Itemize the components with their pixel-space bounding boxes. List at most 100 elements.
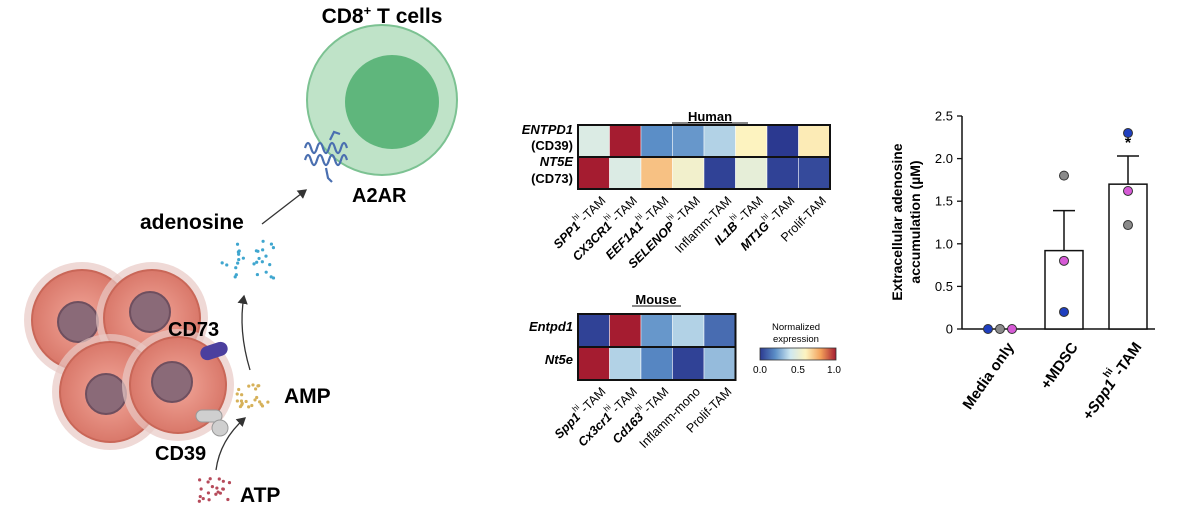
atp-molecules [197, 477, 232, 503]
human-row-label-line1: ENTPD1 [522, 122, 573, 137]
data-point [1123, 128, 1133, 139]
molecule-dot [271, 246, 276, 250]
human-column-labels: SPP1hi-TAMCX3CR1hi-TAMEEF1A1hi-TAMSELENO… [551, 193, 829, 271]
molecule-dot [239, 399, 244, 403]
molecule-dot [255, 395, 259, 400]
bar [1108, 183, 1148, 330]
heatmap-cell [640, 156, 673, 190]
mouse-row-label: Entpd1 [529, 319, 573, 334]
molecule-dot [234, 266, 238, 270]
molecule-dot [240, 401, 244, 406]
molecule-dot [250, 403, 254, 408]
colorbar-tick: 0.0 [753, 365, 767, 376]
human-row-label: ENTPD1 (CD39) [522, 122, 573, 153]
molecule-dot [220, 261, 224, 265]
tumor-cells-illustration [24, 262, 234, 450]
schematic-panel: CD8+ T cells A2AR adenosine AMP ATP [24, 3, 458, 507]
mouse-heatmap-cells [577, 313, 737, 381]
molecule-dot [253, 387, 258, 391]
heatmap-cell [735, 156, 768, 190]
molecule-dot [255, 272, 260, 277]
data-point [1059, 170, 1069, 181]
chart-bars: * [1044, 135, 1148, 330]
data-point [1123, 220, 1133, 231]
cd39-enzyme-icon [195, 409, 229, 437]
molecule-dot [235, 392, 239, 396]
colorbar-title-line1: Normalized [772, 322, 820, 333]
x-tick-label: +MDSC [1038, 339, 1082, 392]
heatmap-cell [577, 156, 610, 190]
heatmap-cell [766, 156, 799, 190]
y-tick-label: 0 [946, 322, 953, 337]
mouse-row-label: Nt5e [545, 352, 573, 367]
heatmap-cell [609, 124, 642, 158]
molecule-dot [259, 402, 263, 406]
molecule-dot [226, 497, 230, 502]
adenosine-molecules [220, 239, 276, 280]
human-row-label-line1: NT5E [540, 154, 574, 169]
molecule-dot [271, 276, 276, 280]
a2ar-receptor-icon [303, 130, 349, 183]
molecule-dot [247, 384, 251, 388]
y-tick-label: 1.0 [935, 236, 953, 251]
molecule-dot [240, 393, 244, 397]
arrow-atp-to-amp [215, 417, 246, 471]
molecule-dot [258, 400, 262, 404]
cd73-enzyme-icon [200, 341, 228, 361]
chart-x-labels: Media only+MDSC+Spp1hi-TAM [959, 337, 1146, 424]
molecule-dot [198, 494, 202, 499]
heatmap-cell [798, 156, 831, 190]
molecule-dot [261, 239, 265, 243]
colorbar-title-line2: expression [773, 334, 819, 345]
heatmap-cell [640, 346, 673, 381]
heatmap-cell [672, 124, 705, 158]
molecule-dot [251, 383, 255, 387]
molecule-dot [198, 478, 202, 482]
molecule-dot [214, 492, 218, 496]
y-axis-title-line1: Extracellular adenosine [889, 143, 905, 300]
molecule-dot [207, 498, 211, 502]
molecule-dot [225, 263, 229, 267]
heatmap-cell [703, 156, 736, 190]
heatmap-cell [609, 156, 642, 190]
molecule-dot [221, 479, 225, 483]
chart-points [983, 128, 1133, 334]
colorbar-tick: 0.5 [791, 365, 805, 376]
molecule-dot [197, 499, 201, 503]
molecule-dot [201, 496, 205, 501]
molecule-dot [255, 260, 259, 264]
human-row-label: NT5E (CD73) [531, 154, 573, 186]
y-tick-label: 2.5 [935, 109, 953, 124]
heatmap-cell [703, 346, 736, 381]
molecule-dot [257, 384, 261, 388]
human-heatmap-title: Human [688, 109, 732, 124]
molecule-dot [237, 257, 241, 262]
arrow-amp-to-adenosine [237, 294, 251, 371]
molecule-dot [217, 477, 221, 481]
x-tick-label: +Spp1hi-TAM [1076, 337, 1146, 424]
heatmap-cell [798, 124, 831, 158]
molecule-dot [218, 491, 222, 495]
molecule-dot [235, 399, 239, 403]
molecule-dot [237, 387, 241, 392]
heatmap-cell [577, 346, 610, 381]
y-tick-label: 1.5 [935, 194, 953, 209]
data-point [1123, 185, 1133, 196]
y-axis-title: Extracellular adenosine accumulation (µM… [889, 143, 923, 300]
heatmap-cell [735, 124, 768, 158]
heatmap-cell [766, 124, 799, 158]
heatmap-cell [640, 313, 673, 348]
t-cell-title: CD8+ T cells [322, 3, 443, 28]
y-tick-label: 2.0 [935, 151, 953, 166]
significance-marker: * [1125, 135, 1132, 152]
molecule-dot [199, 487, 203, 491]
heatmap-cell [672, 313, 705, 348]
y-tick-label: 0.5 [935, 279, 953, 294]
molecule-dot [254, 249, 258, 253]
amp-molecules [235, 383, 270, 409]
mouse-heatmap-panel: Mouse Entpd1 Nt5e Spp1hi-TAMCx3cr1hi-TAM… [529, 292, 737, 451]
arrow-to-tcell [261, 189, 308, 225]
heatmap-cell [672, 156, 705, 190]
molecule-dot [252, 262, 256, 266]
